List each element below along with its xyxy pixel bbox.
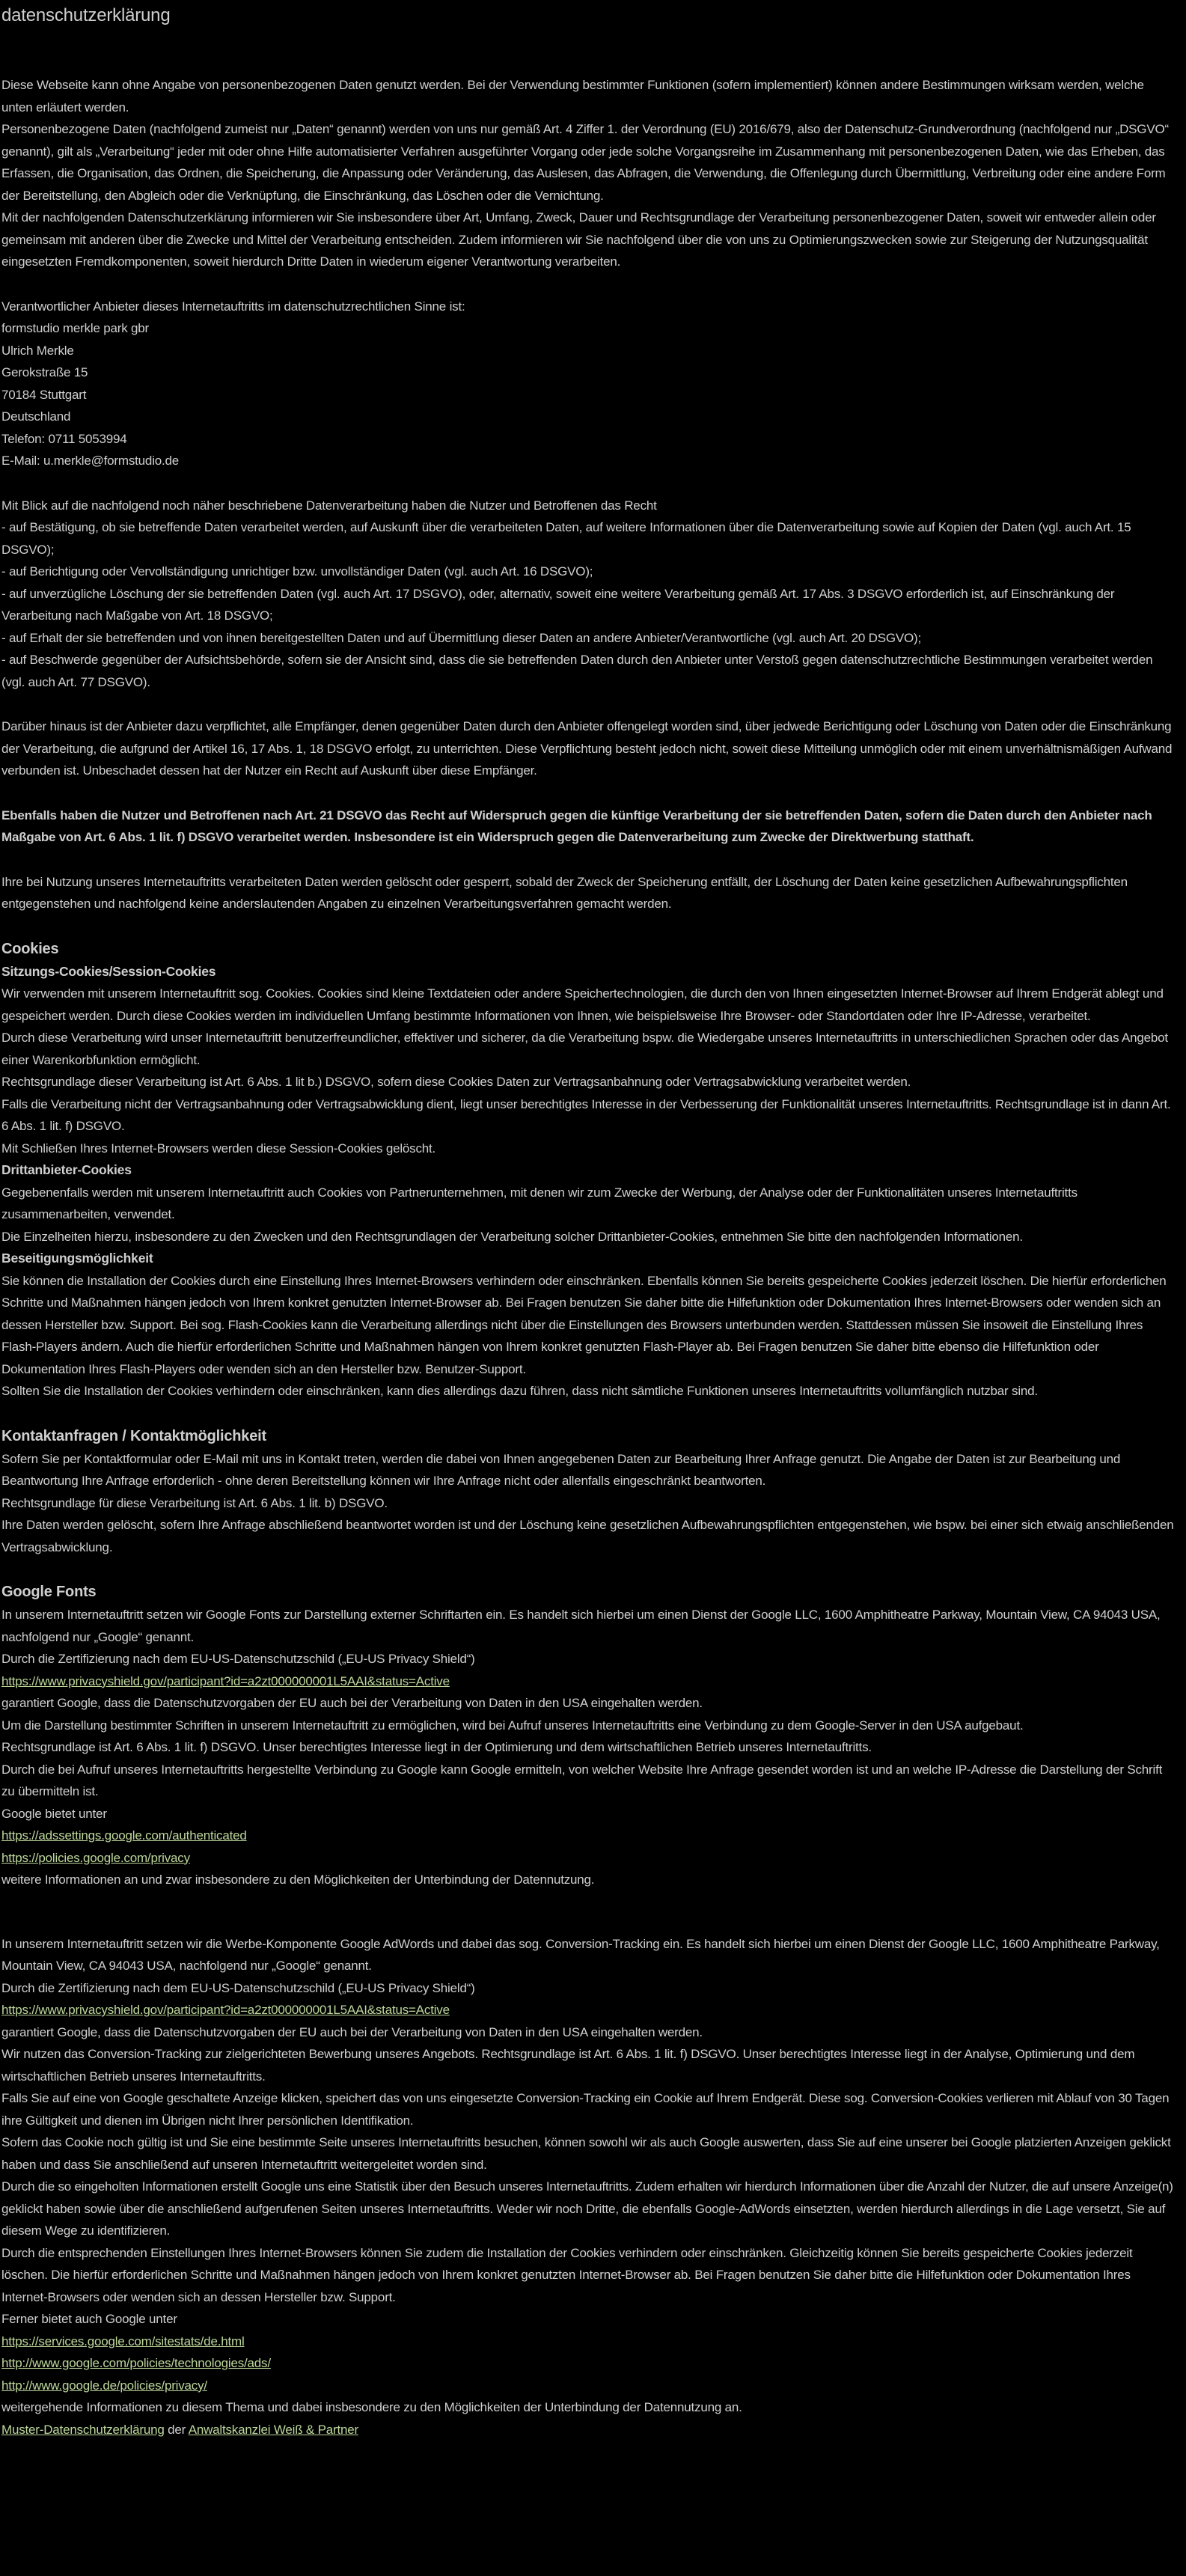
hyperlink[interactable]: Anwaltskanzlei Weiß & Partner: [188, 2422, 358, 2437]
paragraph: Ulrich Merkle: [1, 343, 74, 358]
link-line: http://www.google.de/policies/privacy/: [1, 2375, 1177, 2397]
paragraph: Rechtsgrundlage ist Art. 6 Abs. 1 lit. f…: [1, 1740, 872, 1754]
link-line: https://www.privacyshield.gov/participan…: [1, 1999, 1177, 2021]
hyperlink[interactable]: https://adssettings.google.com/authentic…: [1, 1828, 247, 1843]
paragraph: Die Einzelheiten hierzu, insbesondere zu…: [1, 1229, 1023, 1244]
paragraph: Sollten Sie die Installation der Cookies…: [1, 1384, 1038, 1398]
paragraph: 70184 Stuttgart: [1, 387, 87, 402]
paragraph: Falls Sie auf eine von Google geschaltet…: [1, 2091, 1170, 2128]
hyperlink[interactable]: Muster-Datenschutzerklärung: [1, 2422, 165, 2437]
sub-heading: Sitzungs-Cookies/Session-Cookies: [1, 963, 216, 979]
paragraph: Ihre Daten werden gelöscht, sofern Ihre …: [1, 1518, 1174, 1554]
paragraph: Mit Blick auf die nachfolgend noch näher…: [1, 498, 657, 513]
paragraph: Rechtsgrundlage dieser Verarbeitung ist …: [1, 1075, 911, 1089]
paragraph: Verantwortlicher Anbieter dieses Interne…: [1, 299, 465, 314]
hyperlink[interactable]: https://policies.google.com/privacy: [1, 1850, 190, 1865]
link-line: https://policies.google.com/privacy: [1, 1847, 1177, 1870]
link-line: https://www.privacyshield.gov/participan…: [1, 1670, 1177, 1693]
hyperlink[interactable]: http://www.google.com/policies/technolog…: [1, 2356, 271, 2370]
paragraph: formstudio merkle park gbr: [1, 321, 149, 335]
paragraph: - auf unverzügliche Löschung der sie bet…: [1, 586, 1115, 623]
hyperlink[interactable]: https://services.google.com/sitestats/de…: [1, 2334, 245, 2348]
paragraph: In unserem Internetauftritt setzen wir d…: [1, 1936, 1160, 1974]
paragraph: - auf Berichtigung oder Vervollständigun…: [1, 564, 593, 579]
paragraph: Mit der nachfolgenden Datenschutzerkläru…: [1, 210, 1156, 269]
text-span: der: [164, 2422, 189, 2437]
paragraph: weitere Informationen an und zwar insbes…: [1, 1873, 595, 1887]
paragraph: Ferner bietet auch Google unter: [1, 2312, 177, 2326]
link-line: https://services.google.com/sitestats/de…: [1, 2331, 1177, 2353]
paragraph: Durch die so eingeholten Informationen e…: [1, 2179, 1173, 2238]
hyperlink[interactable]: https://www.privacyshield.gov/participan…: [1, 1673, 450, 1688]
sub-heading: Drittanbieter-Cookies: [1, 1162, 132, 1177]
paragraph: Durch die entsprechenden Einstellungen I…: [1, 2245, 1133, 2304]
paragraph: - auf Bestätigung, ob sie betreffende Da…: [1, 520, 1131, 557]
paragraph: Darüber hinaus ist der Anbieter dazu ver…: [1, 719, 1173, 778]
paragraph: Telefon: 0711 5053994: [1, 431, 127, 446]
page-title: datenschutzerklärung: [1, 5, 171, 25]
paragraph: Falls die Verarbeitung nicht der Vertrag…: [1, 1096, 1171, 1134]
paragraph: Durch die Zertifizierung nach dem EU-US-…: [1, 1980, 475, 1995]
sub-heading: Beseitigungsmöglichkeit: [1, 1251, 153, 1266]
paragraph: Diese Webseite kann ohne Angabe von pers…: [1, 78, 1144, 115]
paragraph: Sofern Sie per Kontaktformular oder E-Ma…: [1, 1451, 1121, 1489]
paragraph: E-Mail: u.merkle@formstudio.de: [1, 454, 180, 468]
section-heading: Cookies: [1, 940, 59, 957]
closing-credit-line: Muster-Datenschutzerklärung der Anwaltsk…: [1, 2419, 1177, 2441]
paragraph: garantiert Google, dass die Datenschutzv…: [1, 1696, 703, 1710]
paragraph: Deutschland: [1, 409, 71, 424]
paragraph: - auf Erhalt der sie betreffenden und vo…: [1, 630, 922, 645]
paragraph: Durch die bei Aufruf unseres Internetauf…: [1, 1762, 1163, 1799]
paragraph: - auf Beschwerde gegenüber der Aufsichts…: [1, 653, 1153, 689]
section-heading: Google Fonts: [1, 1584, 97, 1600]
paragraph: Gerokstraße 15: [1, 365, 88, 379]
paragraph: Wir verwenden mit unserem Internetauftri…: [1, 986, 1164, 1023]
paragraph: Durch die Zertifizierung nach dem EU-US-…: [1, 1652, 475, 1666]
paragraph: Durch diese Verarbeitung wird unser Inte…: [1, 1031, 1168, 1067]
paragraph: Wir nutzen das Conversion-Tracking zur z…: [1, 2047, 1135, 2084]
paragraph: Mit Schließen Ihres Internet-Browsers we…: [1, 1141, 436, 1156]
paragraph: Sofern das Cookie noch gültig ist und Si…: [1, 2135, 1171, 2172]
hyperlink[interactable]: http://www.google.de/policies/privacy/: [1, 2378, 207, 2393]
paragraph: Personenbezogene Daten (nachfolgend zume…: [1, 122, 1169, 203]
link-line: https://adssettings.google.com/authentic…: [1, 1825, 1177, 1847]
hyperlink[interactable]: https://www.privacyshield.gov/participan…: [1, 2003, 450, 2017]
paragraph: garantiert Google, dass die Datenschutzv…: [1, 2024, 703, 2039]
paragraph: Gegebenenfalls werden mit unserem Intern…: [1, 1185, 1078, 1222]
paragraph: Google bietet unter: [1, 1806, 107, 1821]
section-heading: Kontaktanfragen / Kontaktmöglichkeit: [1, 1427, 266, 1444]
paragraph: weitergehende Informationen zu diesem Th…: [1, 2400, 742, 2414]
paragraph: In unserem Internetauftritt setzen wir G…: [1, 1608, 1161, 1644]
paragraph: Ihre bei Nutzung unseres Internetauftrit…: [1, 874, 1128, 912]
paragraph: Sie können die Installation der Cookies …: [1, 1273, 1167, 1376]
bold-paragraph: Ebenfalls haben die Nutzer und Betroffen…: [1, 808, 1152, 845]
paragraph: Rechtsgrundlage für diese Verarbeitung i…: [1, 1495, 388, 1510]
link-line: http://www.google.com/policies/technolog…: [1, 2352, 1177, 2375]
paragraph: Um die Darstellung bestimmter Schriften …: [1, 1718, 1024, 1733]
